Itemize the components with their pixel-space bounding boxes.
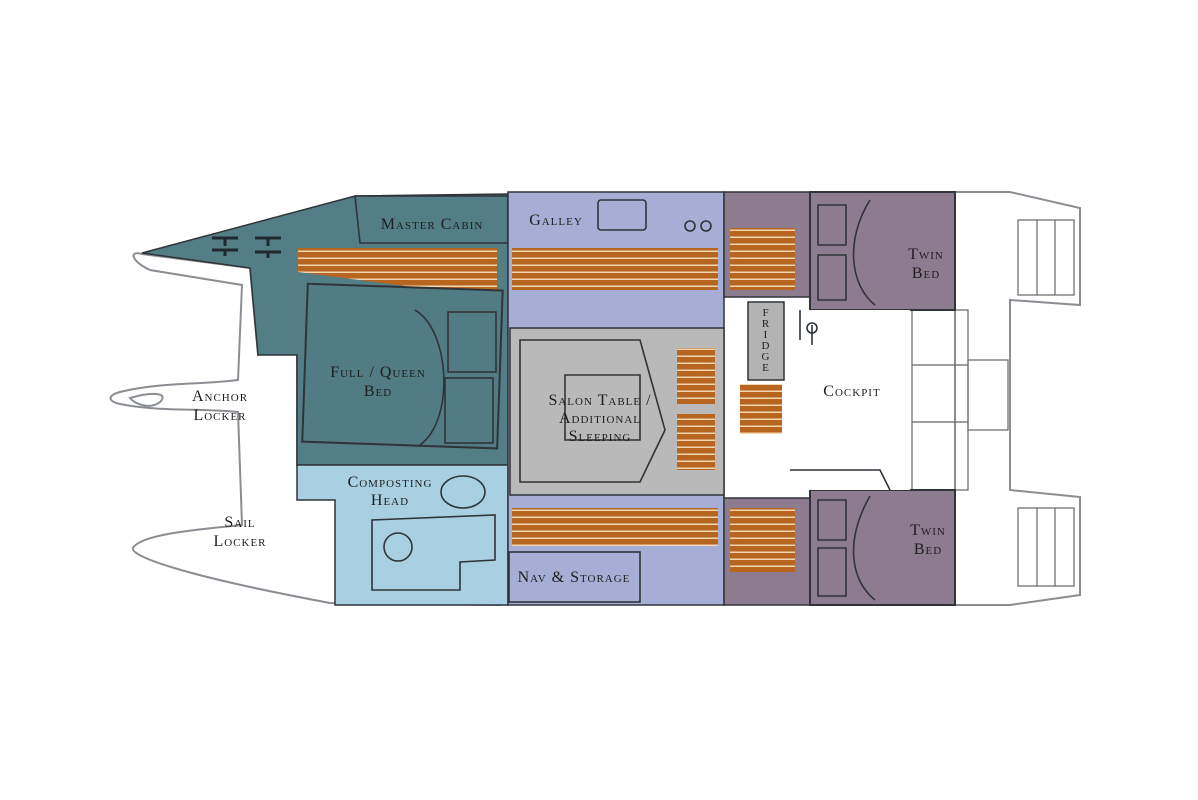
helm-icon <box>806 322 818 334</box>
salon-table <box>519 339 666 483</box>
anchor-hatch <box>128 392 164 407</box>
master-floor-wood <box>298 248 497 298</box>
nav-storage-box <box>508 551 641 603</box>
fridge <box>747 301 785 381</box>
full-queen-bed <box>301 282 504 450</box>
cleat-icons <box>212 236 281 258</box>
label-master-cabin: Master Cabin <box>381 216 484 233</box>
nav-floor-wood <box>512 508 718 546</box>
label-nav-storage: Nav & Storage <box>518 569 631 586</box>
cockpit-area <box>790 310 910 490</box>
twin-bed-top <box>809 191 956 311</box>
stove-icon <box>684 220 696 232</box>
sink-icon <box>597 199 647 231</box>
label-cockpit: Cockpit <box>823 383 880 400</box>
label-galley: Galley <box>529 212 583 229</box>
galley-floor-wood <box>512 248 718 290</box>
